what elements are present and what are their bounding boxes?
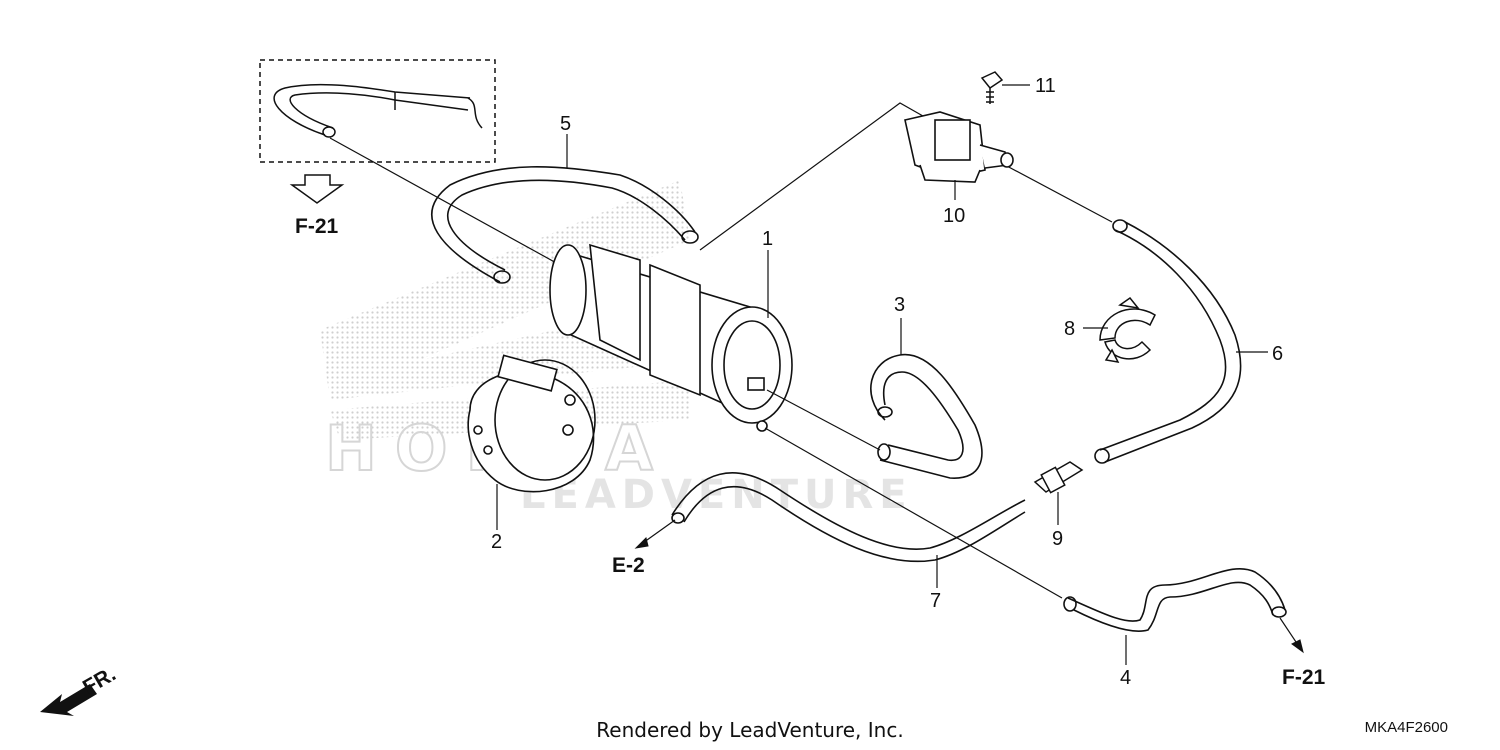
callout-8[interactable]: 8	[1064, 318, 1075, 340]
connection-lines	[699, 102, 1113, 599]
inset-detail	[259, 59, 496, 163]
callout-2[interactable]: 2	[491, 531, 502, 553]
front-arrow-icon	[40, 684, 97, 716]
fitting-9	[1033, 461, 1084, 494]
ref-f21-bottom[interactable]: F-21	[1282, 666, 1326, 689]
callout-5[interactable]: 5	[560, 113, 571, 135]
f21-arrow-icon	[1279, 617, 1304, 654]
callout-6[interactable]: 6	[1272, 343, 1283, 365]
f21-down-arrow-icon	[289, 174, 345, 204]
callout-11[interactable]: 11	[1035, 75, 1056, 97]
hose-4	[1063, 567, 1287, 632]
callout-10[interactable]: 10	[943, 205, 965, 227]
callout-3[interactable]: 3	[894, 294, 905, 316]
ref-e2[interactable]: E-2	[612, 554, 645, 577]
hose-3	[870, 353, 983, 479]
canister-1	[549, 243, 793, 432]
clip-8	[1099, 296, 1156, 363]
callout-leaders	[496, 84, 1268, 665]
band-2	[467, 354, 596, 493]
solenoid-valve-10	[904, 111, 1014, 183]
callout-4[interactable]: 4	[1120, 667, 1131, 689]
callout-1[interactable]: 1	[762, 228, 773, 250]
diagram-code: MKA4F2600	[1364, 719, 1448, 736]
ref-f21-top[interactable]: F-21	[295, 215, 339, 238]
leader-line	[329, 137, 561, 266]
callout-9[interactable]: 9	[1052, 528, 1063, 550]
callout-7[interactable]: 7	[930, 590, 941, 612]
hose-7	[671, 472, 1026, 563]
hose-5	[430, 166, 699, 284]
hose-6	[1094, 219, 1242, 464]
credit-text: Rendered by LeadVenture, Inc.	[596, 718, 904, 742]
watermark-text: LEADVENTURE	[520, 472, 913, 518]
bolt-11	[980, 71, 1004, 104]
e2-arrow-icon	[634, 519, 676, 549]
